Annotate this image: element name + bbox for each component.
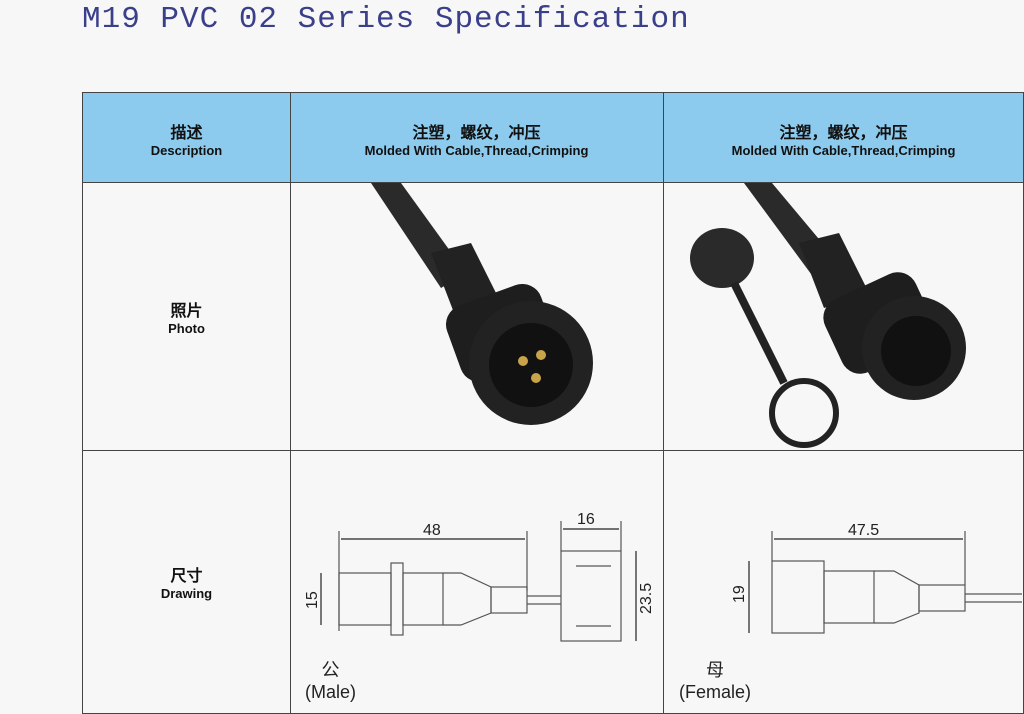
dim-male-length: 48	[423, 522, 441, 539]
female-drawing: 47.5 19	[731, 522, 1022, 634]
row-en: Photo	[168, 321, 205, 336]
header-en: Molded With Cable,Thread,Crimping	[731, 142, 956, 158]
dim-female-length: 47.5	[848, 522, 879, 539]
table-header	[83, 93, 1023, 183]
female-en: (Female)	[679, 682, 752, 702]
spec-table: 描述 Description 注塑，螺纹，冲压 Molded With Cabl…	[82, 92, 1024, 714]
header-en: Molded With Cable,Thread,Crimping	[364, 142, 589, 158]
dim-male-cap-width: 16	[577, 511, 595, 528]
header-description: 描述 Description	[83, 93, 290, 183]
male-label: 公 (Male)	[305, 656, 356, 703]
dim-male-cap-diameter: 23.5	[638, 583, 655, 614]
row-divider	[83, 450, 1023, 451]
male-drawing: 48 16 15 23.5	[304, 511, 655, 642]
header-en: Description	[150, 142, 223, 158]
female-connector-photo	[690, 183, 966, 448]
dim-female-diameter: 19	[731, 585, 748, 603]
column-divider	[663, 93, 664, 713]
female-zh: 母	[706, 660, 724, 680]
column-divider	[290, 93, 291, 713]
dim-male-diameter: 15	[304, 591, 321, 609]
header-male: 注塑，螺纹，冲压 Molded With Cable,Thread,Crimpi…	[290, 93, 663, 183]
header-zh: 注塑，螺纹，冲压	[779, 124, 908, 142]
header-zh: 注塑，螺纹，冲压	[412, 124, 541, 142]
row-zh: 照片	[170, 303, 203, 320]
row-label-drawing: 尺寸 Drawing	[83, 450, 290, 713]
row-zh: 尺寸	[170, 568, 203, 585]
male-zh: 公	[321, 660, 340, 680]
female-label: 母 (Female)	[679, 656, 751, 703]
page-title: M19 PVC 02 Series Specification	[82, 2, 690, 37]
row-label-photo: 照片 Photo	[83, 183, 290, 450]
header-zh: 描述	[170, 124, 203, 142]
male-en: (Male)	[305, 682, 357, 702]
row-en: Drawing	[160, 586, 213, 601]
header-female: 注塑，螺纹，冲压 Molded With Cable,Thread,Crimpi…	[663, 93, 1024, 183]
male-connector-photo	[371, 183, 593, 425]
